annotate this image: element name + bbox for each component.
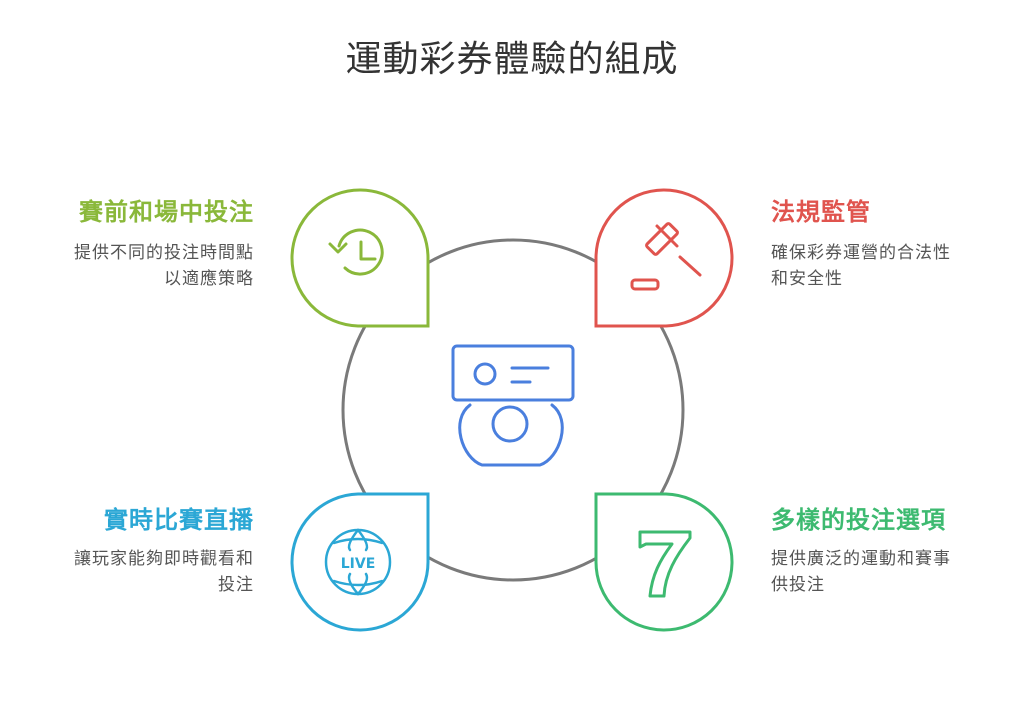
number-seven-icon <box>638 530 692 598</box>
live-label: LIVE <box>341 556 376 572</box>
live-streaming-title: 實時比賽直播 <box>104 506 254 534</box>
center-ring <box>341 238 685 582</box>
petal-pre-live-betting <box>290 188 430 328</box>
pre-live-betting-desc: 提供不同的投注時間點 以適應策略 <box>74 243 254 289</box>
regulation-desc: 確保彩券運營的合法性 和安全性 <box>771 243 951 289</box>
betting-options-desc: 提供廣泛的運動和賽事 供投注 <box>771 549 951 595</box>
petal-betting-options <box>594 492 734 632</box>
petal-regulation <box>594 188 734 328</box>
petal-live-streaming: LIVE <box>290 492 430 632</box>
betting-options-title: 多樣的投注選項 <box>771 506 946 534</box>
pre-live-betting-title: 賽前和場中投注 <box>79 198 254 226</box>
live-globe-icon <box>324 528 392 596</box>
person-ticket-icon <box>451 344 575 467</box>
live-streaming-desc: 讓玩家能夠即時觀看和 投注 <box>74 549 254 595</box>
regulation-title: 法規監管 <box>771 198 871 226</box>
gavel-icon <box>630 222 702 291</box>
history-clock-icon <box>328 228 384 276</box>
diagram-title: 運動彩券體驗的組成 <box>345 39 679 80</box>
